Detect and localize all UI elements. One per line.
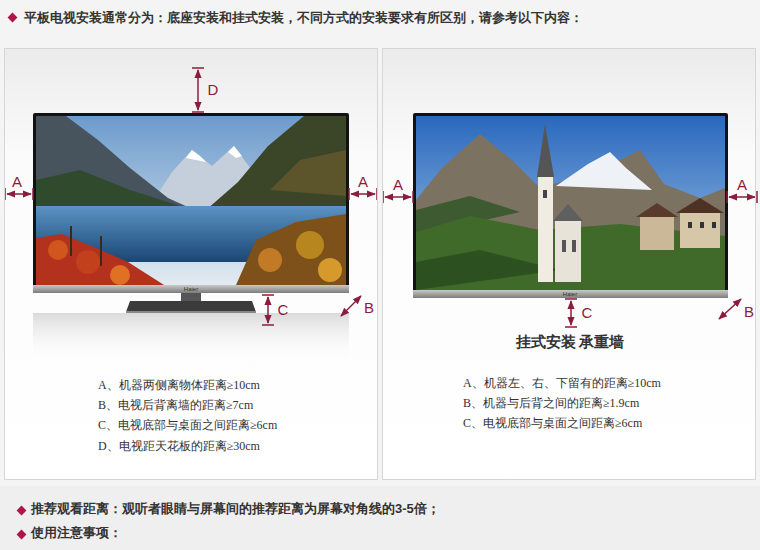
stand-tv xyxy=(126,301,256,312)
wall-tv xyxy=(543,190,547,198)
stand-tv xyxy=(48,240,68,260)
bullet-diamonds xyxy=(8,13,18,23)
wall-tv xyxy=(676,198,724,213)
wall-tv xyxy=(640,216,674,250)
wall-tv xyxy=(538,176,553,282)
stand-tv xyxy=(206,116,346,214)
requirement-item: A、机器两侧离物体距离≥10cm xyxy=(98,377,260,394)
dimension-arrows xyxy=(756,191,758,203)
requirement-item: C、电视底部与桌面之间距离≥6cm xyxy=(463,415,642,432)
stand-tv xyxy=(33,113,349,363)
dimension-letter: B xyxy=(364,299,374,316)
dimension-arrows xyxy=(7,193,31,195)
usage-note: 使用注意事项： xyxy=(31,526,122,541)
dimension-letter: A xyxy=(358,173,368,190)
stand-tv xyxy=(318,258,342,282)
dimension-arrows xyxy=(565,326,577,328)
dimension-arrows xyxy=(351,193,375,195)
dimension-arrows xyxy=(412,191,414,203)
stand-tv xyxy=(186,150,206,162)
dimension-arrows xyxy=(5,68,757,327)
stand-tv xyxy=(36,116,346,285)
brand-logo: Haier xyxy=(184,286,198,293)
wall-tv xyxy=(555,220,581,282)
dimension-arrows xyxy=(267,297,269,323)
wall-tv xyxy=(562,240,566,252)
bullet-diamonds xyxy=(17,506,27,516)
wall-tv xyxy=(413,113,728,298)
stand-tv xyxy=(181,293,201,301)
requirement-item: C、电视底部与桌面之间距离≥6cm xyxy=(98,417,277,434)
panel-grounds xyxy=(0,486,760,550)
wall-tv xyxy=(700,222,704,228)
dimension-arrows xyxy=(262,294,274,296)
requirement-item: B、机器与后背之间的距离≥1.9cm xyxy=(463,395,639,412)
wall-tv xyxy=(712,222,716,228)
panel-grounds xyxy=(4,48,378,480)
dimension-letter: A xyxy=(393,176,403,193)
stand-tv xyxy=(33,313,349,363)
dimension-arrows xyxy=(570,301,572,325)
install-panel: A、机器两侧离物体距离≥10cmB、电视后背离墙的距离≥7cmC、电视底部与桌面… xyxy=(4,48,378,480)
bullet-diamonds xyxy=(8,13,27,540)
wall-tv xyxy=(636,203,678,217)
wall-tv xyxy=(553,204,583,221)
dimension-letter: C xyxy=(278,301,289,318)
wall-tv xyxy=(416,216,725,290)
install-panel: 挂式安装 承重墙 A、机器左、右、下留有的距离≥10cmB、机器与后背之间的距离≥… xyxy=(382,48,756,480)
wall-tv xyxy=(688,222,692,228)
wall-tv xyxy=(413,113,728,298)
dimension-arrows xyxy=(192,111,204,113)
stand-tv xyxy=(258,248,282,272)
bullet-diamonds xyxy=(17,530,27,540)
wall-tv xyxy=(413,290,728,298)
dimension-arrows xyxy=(197,70,199,110)
dimension-arrows xyxy=(341,296,361,316)
stand-tv xyxy=(33,285,349,293)
dimension-letter: D xyxy=(208,81,219,98)
stand-tv xyxy=(110,265,130,285)
stand-tv xyxy=(126,311,256,313)
dimension-arrows xyxy=(192,67,204,69)
stand-tv xyxy=(236,214,346,285)
wall-tv xyxy=(537,124,554,177)
requirement-item: B、电视后背离墙的距离≥7cm xyxy=(98,397,253,414)
dimension-letter: A xyxy=(737,176,747,193)
dimension-arrows xyxy=(262,324,274,326)
dimension-arrows xyxy=(729,196,755,198)
dimension-arrows xyxy=(565,298,577,300)
stand-tv xyxy=(228,146,242,158)
stand-tv xyxy=(76,250,100,274)
stand-tv xyxy=(100,236,102,266)
viewing-note: 推荐观看距离：观听者眼睛与屏幕间的推荐距离为屏幕对角线的3-5倍； xyxy=(31,502,440,517)
requirement-item: D、电视距天花板的距离≥30cm xyxy=(98,438,260,455)
wall-tv xyxy=(680,212,720,248)
dimension-letter: A xyxy=(12,173,22,190)
dimension-arrows xyxy=(719,299,741,319)
panel-grounds xyxy=(0,48,760,550)
wall-tv xyxy=(572,240,576,252)
stand-tv xyxy=(36,234,164,285)
dimension-arrows xyxy=(726,191,728,203)
requirement-item: A、机器左、右、下留有的距离≥10cm xyxy=(463,375,661,392)
stand-tv xyxy=(33,113,349,293)
dimension-arrows xyxy=(32,188,34,200)
dimension-letter: C xyxy=(582,304,593,321)
stand-tv xyxy=(270,150,346,196)
page-title: 平板电视安装通常分为：底座安装和挂式安装，不同方式的安装要求有所区别，请参考以下… xyxy=(24,9,583,27)
dimension-arrows xyxy=(348,188,350,200)
wall-tv xyxy=(416,116,725,290)
panel-grounds xyxy=(382,48,756,480)
panel-heading: 挂式安装 承重墙 xyxy=(516,333,625,352)
brand-logo: Haier xyxy=(563,291,577,298)
stand-tv xyxy=(296,231,324,259)
stand-tv xyxy=(70,226,72,256)
dimension-arrows xyxy=(385,196,411,198)
wall-tv xyxy=(556,152,652,190)
dimension-letter: B xyxy=(744,303,754,320)
